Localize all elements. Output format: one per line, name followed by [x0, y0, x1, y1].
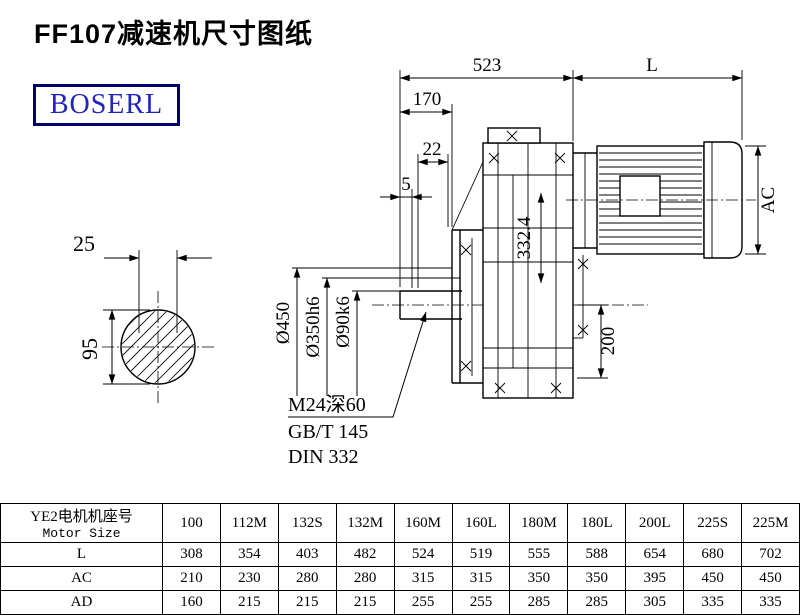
column-header: 100: [162, 503, 221, 543]
cell: 519: [451, 542, 511, 567]
column-header: 112M: [219, 503, 279, 543]
cell: 215: [219, 590, 279, 615]
table-row-L: L 308 354 403 482 524 519 555 588 654 68…: [0, 542, 800, 567]
row-label: L: [0, 542, 163, 567]
cell: 524: [393, 542, 453, 567]
motor-size-header: YE2电机机座号 Motor Size: [0, 503, 163, 543]
cell: 395: [625, 566, 685, 591]
dim-200-label: 200: [598, 327, 619, 356]
dim-22-label: 22: [423, 139, 442, 160]
cell: 255: [451, 590, 511, 615]
column-header: 200L: [625, 503, 685, 543]
cell: 215: [335, 590, 395, 615]
cell: 335: [683, 590, 743, 615]
dim-25-label: 25: [73, 231, 95, 256]
dimensions: 523 L 170 22 5 Ø450 Ø350h6 Ø90k6 332.4 2…: [273, 55, 779, 468]
cell: 403: [277, 542, 337, 567]
cell: 588: [567, 542, 627, 567]
column-header: 225M: [741, 503, 800, 543]
page-title: FF107减速机尺寸图纸: [34, 19, 314, 49]
cell: 654: [625, 542, 685, 567]
column-header: 132S: [277, 503, 337, 543]
technical-drawing: 25 95: [73, 55, 779, 468]
cell: 450: [741, 566, 800, 591]
table-row-AD: AD 160 215 215 215 255 255 285 285 305 3…: [0, 590, 800, 615]
cell: 350: [509, 566, 569, 591]
motor-size-header-cn: YE2电机机座号: [30, 509, 133, 525]
column-header: 160M: [393, 503, 453, 543]
column-header: 225S: [683, 503, 743, 543]
cell: 305: [625, 590, 685, 615]
dim-523-label: 523: [473, 55, 502, 76]
cell: 354: [219, 542, 279, 567]
section-hatching: [122, 311, 194, 383]
dim-AC-label: AC: [758, 187, 779, 213]
cell: 315: [393, 566, 453, 591]
dia-90-label: Ø90k6: [333, 296, 354, 348]
dim-L-label: L: [646, 55, 658, 76]
dim-95-label: 95: [77, 338, 102, 360]
motor-view: [566, 141, 756, 259]
column-header: 180M: [509, 503, 569, 543]
cell: 160: [162, 590, 221, 615]
cell: 280: [335, 566, 395, 591]
brand-text: BOSERL: [49, 89, 164, 120]
cell: 680: [683, 542, 743, 567]
table-header-row: YE2电机机座号 Motor Size 100 112M 132S 132M 1…: [0, 503, 800, 543]
brand-logo: BOSERL: [33, 84, 180, 126]
motor-size-header-en: Motor Size: [42, 526, 121, 541]
column-header: 180L: [567, 503, 627, 543]
dia-350-label: Ø350h6: [303, 296, 324, 357]
cell: 482: [335, 542, 395, 567]
cell: 335: [741, 590, 800, 615]
cell: 230: [219, 566, 279, 591]
cell: 210: [162, 566, 221, 591]
cell: 255: [393, 590, 453, 615]
cell: 350: [567, 566, 627, 591]
table-row-AC: AC 210 230 280 280 315 315 350 350 395 4…: [0, 566, 800, 591]
dim-332-label: 332.4: [514, 216, 535, 259]
column-header: 132M: [335, 503, 395, 543]
column-header: 160L: [451, 503, 511, 543]
standard-din: DIN 332: [288, 446, 359, 468]
cell: 308: [162, 542, 221, 567]
motor-nameplate: [619, 175, 661, 217]
dim-5-label: 5: [401, 174, 411, 195]
row-label: AD: [0, 590, 163, 615]
dim-170-label: 170: [413, 89, 442, 110]
cell: 285: [509, 590, 569, 615]
cell: 215: [277, 590, 337, 615]
thread-note: M24深60: [288, 393, 366, 416]
cell: 285: [567, 590, 627, 615]
bolt-marks: [460, 130, 589, 394]
cell: 280: [277, 566, 337, 591]
row-label: AC: [0, 566, 163, 591]
standard-gbt: GB/T 145: [288, 421, 368, 443]
cell: 555: [509, 542, 569, 567]
cell: 702: [741, 542, 800, 567]
shaft-section-view: 25 95: [73, 231, 214, 404]
cell: 450: [683, 566, 743, 591]
cell: 315: [451, 566, 511, 591]
dia-450-label: Ø450: [273, 302, 294, 344]
motor-dimension-table: YE2电机机座号 Motor Size 100 112M 132S 132M 1…: [0, 503, 800, 615]
